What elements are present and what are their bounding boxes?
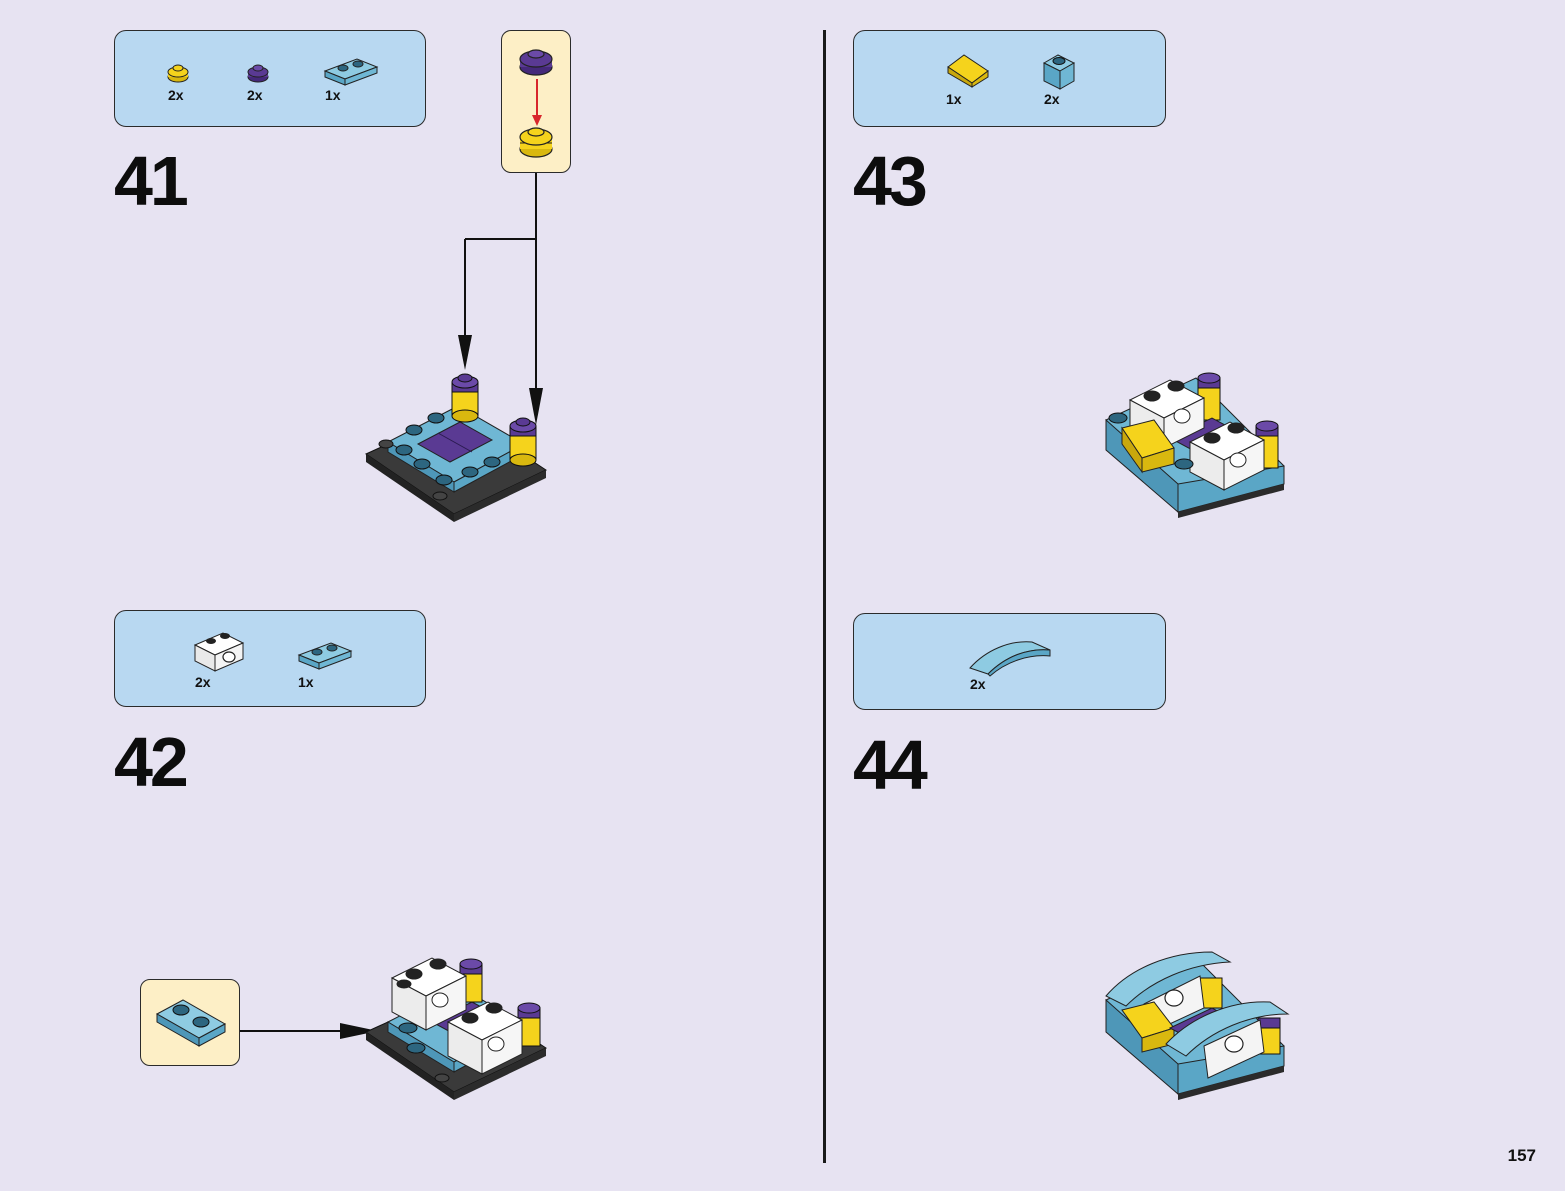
page-divider bbox=[823, 30, 826, 1163]
model-assembly-step-43 bbox=[1100, 372, 1290, 524]
qty-label: 2x bbox=[970, 676, 986, 692]
qty-label: 1x bbox=[946, 91, 962, 107]
yellow-slope-icon bbox=[944, 51, 992, 89]
step-number: 41 bbox=[114, 146, 186, 216]
parts-list-step-44: 2x bbox=[853, 613, 1166, 710]
subassembly-box-step-41 bbox=[501, 30, 571, 173]
page-number: 157 bbox=[1508, 1146, 1536, 1166]
qty-label: 1x bbox=[298, 674, 314, 690]
purple-round-plate-icon bbox=[247, 61, 269, 85]
azure-plate-1x2-icon bbox=[323, 57, 379, 87]
qty-label: 2x bbox=[168, 87, 184, 103]
qty-label: 2x bbox=[247, 87, 263, 103]
yellow-round-plate-icon bbox=[167, 61, 189, 85]
azure-curved-slope-icon bbox=[966, 628, 1052, 676]
model-assembly-step-42 bbox=[362, 950, 552, 1105]
azure-plate-1x2-icon bbox=[297, 641, 353, 671]
model-assembly-step-41 bbox=[362, 372, 552, 524]
purple-round-plate-icon bbox=[518, 45, 554, 79]
step-number: 42 bbox=[114, 727, 186, 797]
parts-list-step-42: 2x 1x bbox=[114, 610, 426, 707]
step-number: 44 bbox=[853, 730, 925, 800]
azure-brick-1x1-icon bbox=[1042, 51, 1076, 91]
parts-list-step-41: 2x 2x 1x bbox=[114, 30, 426, 127]
qty-label: 2x bbox=[1044, 91, 1060, 107]
red-arrow-icon bbox=[532, 79, 542, 127]
subassembly-box-step-42 bbox=[140, 979, 240, 1066]
azure-plate-1x2-icon bbox=[155, 996, 227, 1048]
step-number: 43 bbox=[853, 146, 925, 216]
qty-label: 2x bbox=[195, 674, 211, 690]
qty-label: 1x bbox=[325, 87, 341, 103]
yellow-round-plate-icon bbox=[518, 123, 554, 159]
model-assembly-step-44 bbox=[1100, 948, 1290, 1108]
parts-list-step-43: 1x 2x bbox=[853, 30, 1166, 127]
placement-arrow bbox=[240, 1020, 380, 1042]
white-technic-brick-icon bbox=[193, 629, 245, 673]
